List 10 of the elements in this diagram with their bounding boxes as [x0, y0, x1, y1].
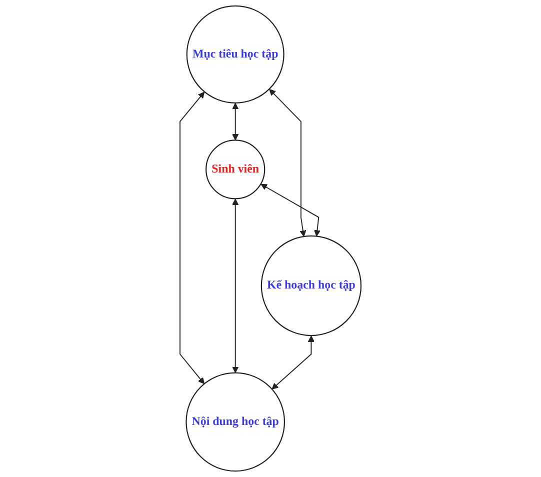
arrow [269, 89, 306, 237]
arrow [260, 184, 320, 237]
node-circle: Kế hoạch học tập [260, 235, 362, 336]
node-circle: Mục tiêu học tập [186, 5, 284, 104]
node-circle: Sinh viên [206, 140, 266, 200]
arrow [272, 336, 314, 390]
node-circle: Nội dung học tập [186, 372, 286, 472]
arrow [180, 92, 205, 384]
arrow [232, 102, 239, 140]
arrow [232, 198, 239, 374]
